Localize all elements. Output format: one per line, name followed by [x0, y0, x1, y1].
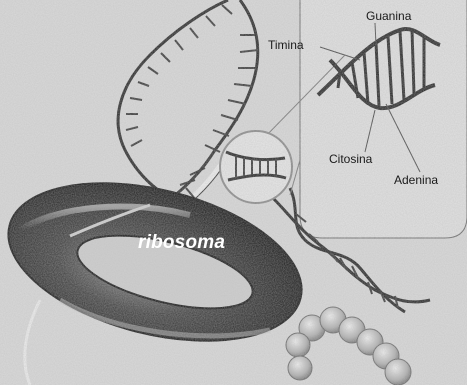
- label-citosina: Citosina: [329, 152, 372, 166]
- label-adenina: Adenina: [394, 173, 438, 187]
- label-ribosoma: ribosoma: [138, 232, 225, 254]
- label-timina: Timina: [268, 38, 304, 52]
- label-guanina: Guanina: [366, 9, 411, 23]
